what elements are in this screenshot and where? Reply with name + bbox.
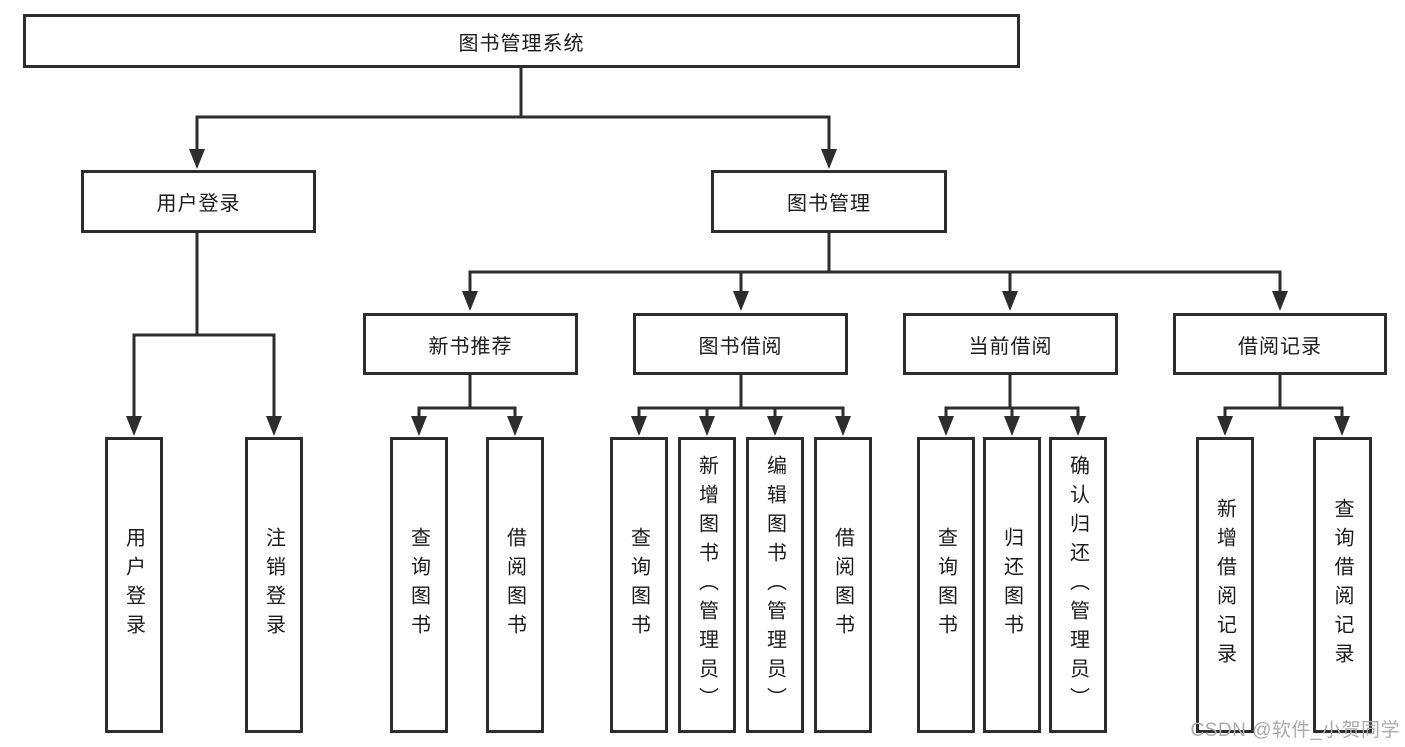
connector-root-to-level2 (195, 68, 831, 152)
arrowhead-icon (411, 416, 427, 436)
connector-bookborrow-to-leaves (637, 375, 845, 419)
arrowhead-icon (699, 416, 715, 436)
leaf-confirm-return-admin: 确认归还（管理员） (1049, 437, 1107, 733)
arrowhead-icon (1070, 416, 1086, 436)
arrowhead-icon (1002, 291, 1018, 311)
arrowhead-icon (835, 416, 851, 436)
leaf-query-borrow-record: 查询借阅记录 (1313, 437, 1372, 733)
leaf-logout: 注销登录 (245, 437, 303, 733)
arrowhead-icon (733, 291, 749, 311)
node-book-management: 图书管理 (711, 170, 947, 233)
arrowhead-icon (126, 416, 142, 436)
arrowhead-icon (1004, 416, 1020, 436)
leaf-borrow-books-2: 借阅图书 (814, 437, 872, 733)
connector-newbook-to-leaves (417, 375, 517, 419)
connector-borrowrecord-to-leaves (1223, 375, 1344, 419)
leaf-query-books-1: 查询图书 (390, 437, 448, 733)
arrowhead-icon (1217, 416, 1233, 436)
connector-bookmgmt-to-level3 (468, 233, 1282, 294)
connector-currentborrow-to-leaves (944, 375, 1080, 419)
leaf-query-books-3: 查询图书 (917, 437, 975, 733)
node-new-book-recommend: 新书推荐 (363, 313, 578, 375)
node-book-borrow: 图书借阅 (633, 313, 848, 375)
leaf-add-borrow-record: 新增借阅记录 (1196, 437, 1254, 733)
arrowhead-icon (938, 416, 954, 436)
node-library-management-system: 图书管理系统 (23, 14, 1020, 68)
arrowhead-icon (1334, 416, 1350, 436)
arrowhead-icon (507, 416, 523, 436)
arrowhead-icon (462, 291, 478, 311)
leaf-user-login: 用户登录 (105, 437, 163, 733)
node-current-borrow: 当前借阅 (903, 313, 1118, 375)
arrowhead-icon (266, 416, 282, 436)
leaf-query-books-2: 查询图书 (610, 437, 668, 733)
connector-lines (132, 68, 1344, 419)
arrowhead-icon (189, 149, 205, 169)
leaf-return-books: 归还图书 (983, 437, 1041, 733)
csdn-watermark: CSDN @软件_小贺同学 (1190, 720, 1400, 741)
leaf-edit-books-admin: 编辑图书（管理员） (746, 437, 804, 733)
arrowheads (126, 149, 1350, 436)
leaf-borrow-books-1: 借阅图书 (486, 437, 544, 733)
node-user-login: 用户登录 (81, 170, 316, 233)
leaf-add-books-admin: 新增图书（管理员） (678, 437, 736, 733)
connector-userlogin-to-leaves (132, 233, 276, 419)
node-borrow-record: 借阅记录 (1173, 313, 1387, 375)
arrowhead-icon (767, 416, 783, 436)
arrowhead-icon (821, 149, 837, 169)
arrowhead-icon (631, 416, 647, 436)
arrowhead-icon (1272, 291, 1288, 311)
